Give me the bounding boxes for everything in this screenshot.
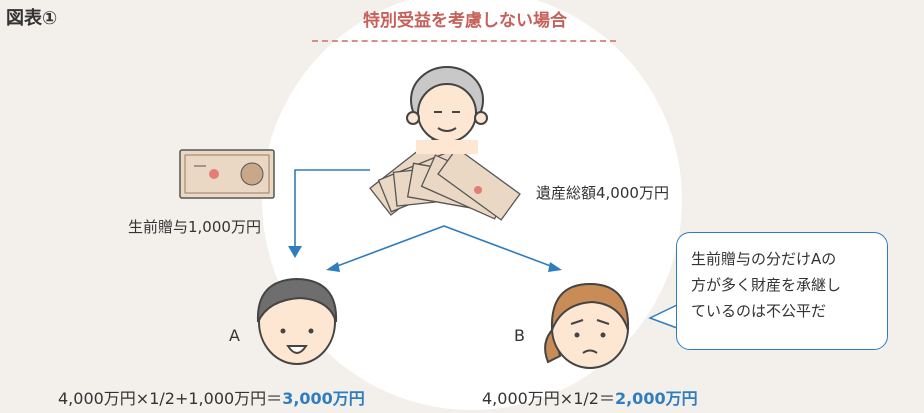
person-a-icon <box>256 277 338 365</box>
formula-b-result: 2,000万円 <box>614 389 698 408</box>
person-b-label: B <box>514 326 525 345</box>
formula-b-expression: 4,000万円×1/2＝ <box>482 389 615 408</box>
gift-label: 生前贈与1,000万円 <box>128 218 261 236</box>
banknote-icon <box>179 149 275 199</box>
figure-label: 図表① <box>6 8 58 29</box>
speech-bubble: 生前贈与の分だけAの 方が多く財産を承継し ているのは不公平だ <box>676 232 888 350</box>
title-underline <box>312 40 616 42</box>
money-fan-icon <box>369 138 521 221</box>
diagram-title: 特別受益を考慮しない場合 <box>363 11 567 31</box>
person-a-label: A <box>229 326 240 345</box>
bubble-line: ているのは不公平だ <box>691 302 827 320</box>
formula-b: 4,000万円×1/2＝2,000万円 <box>482 385 698 409</box>
formula-a-result: 3,000万円 <box>282 389 365 408</box>
formula-a: 4,000万円×1/2+1,000万円＝3,000万円 <box>58 385 365 409</box>
gift-arrow <box>288 169 370 258</box>
inheritance-arrows <box>326 225 562 272</box>
person-b-icon <box>544 282 630 369</box>
bubble-line: 方が多く財産を承継し <box>691 276 842 294</box>
formula-a-expression: 4,000万円×1/2+1,000万円＝ <box>58 389 283 408</box>
decedent-icon <box>406 66 488 154</box>
bubble-tail <box>648 304 678 329</box>
estate-label: 遺産総額4,000万円 <box>536 184 669 202</box>
bubble-line: 生前贈与の分だけAの <box>691 250 837 268</box>
